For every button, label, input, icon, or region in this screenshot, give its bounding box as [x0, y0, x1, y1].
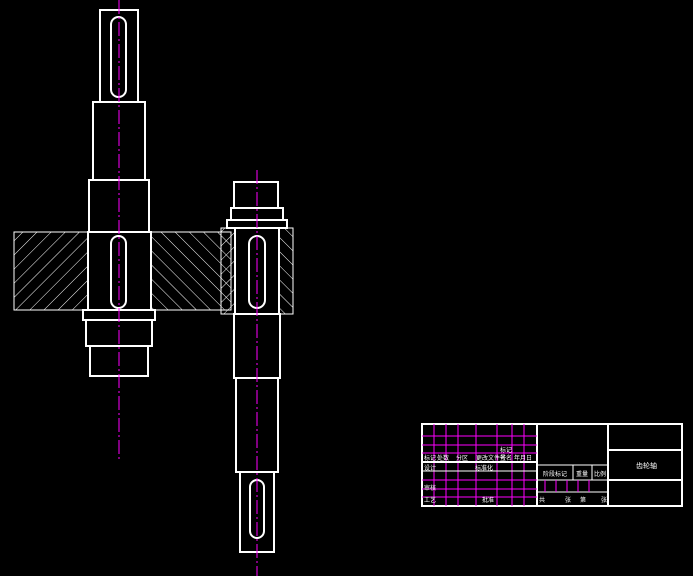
tb-label-sheet-unit: 张 [601, 496, 607, 504]
tb-label-approve: 批准 [482, 496, 494, 504]
left-gear-hatch-right [150, 231, 232, 311]
tb-top-label: 标记 [500, 446, 512, 454]
tb-label-scale: 比例 [594, 470, 606, 478]
tb-label-std: 标准化 [475, 464, 493, 472]
title-block: 标记 更改文件号 标记 处数 分区 签名 年月日 设计 标准化 审核 工艺 批准… [421, 423, 683, 507]
tb-label-sign: 签名 [500, 454, 512, 462]
right-shaft-top-end [234, 182, 278, 208]
tb-label-sheets: 张 [565, 496, 571, 504]
tb-label-total: 共 [539, 496, 545, 504]
left-gear-hatch-left [13, 231, 89, 311]
tb-label-zone: 分区 [456, 454, 468, 462]
tb-label-weight: 重量 [576, 470, 588, 478]
right-gear-hatch-left [220, 227, 236, 315]
tb-label-stage: 阶段标记 [543, 470, 567, 478]
tb-label-count: 处数 [437, 454, 449, 462]
right-gear-section [220, 227, 294, 315]
tb-label-design: 设计 [424, 464, 436, 472]
tb-label-process: 工艺 [424, 496, 436, 504]
tb-label-sheet-no: 第 [580, 496, 586, 504]
tb-part-name: 齿轮轴 [636, 461, 657, 470]
tb-label-review: 审核 [424, 484, 436, 492]
title-block-border [421, 423, 683, 507]
left-gear-section [13, 231, 232, 311]
tb-label-mark: 标记 [424, 454, 436, 462]
right-gear-hatch-right [278, 227, 294, 315]
tb-label-date: 年月日 [514, 454, 532, 462]
tb-label-mark-2: 更改文件号 [476, 454, 506, 462]
